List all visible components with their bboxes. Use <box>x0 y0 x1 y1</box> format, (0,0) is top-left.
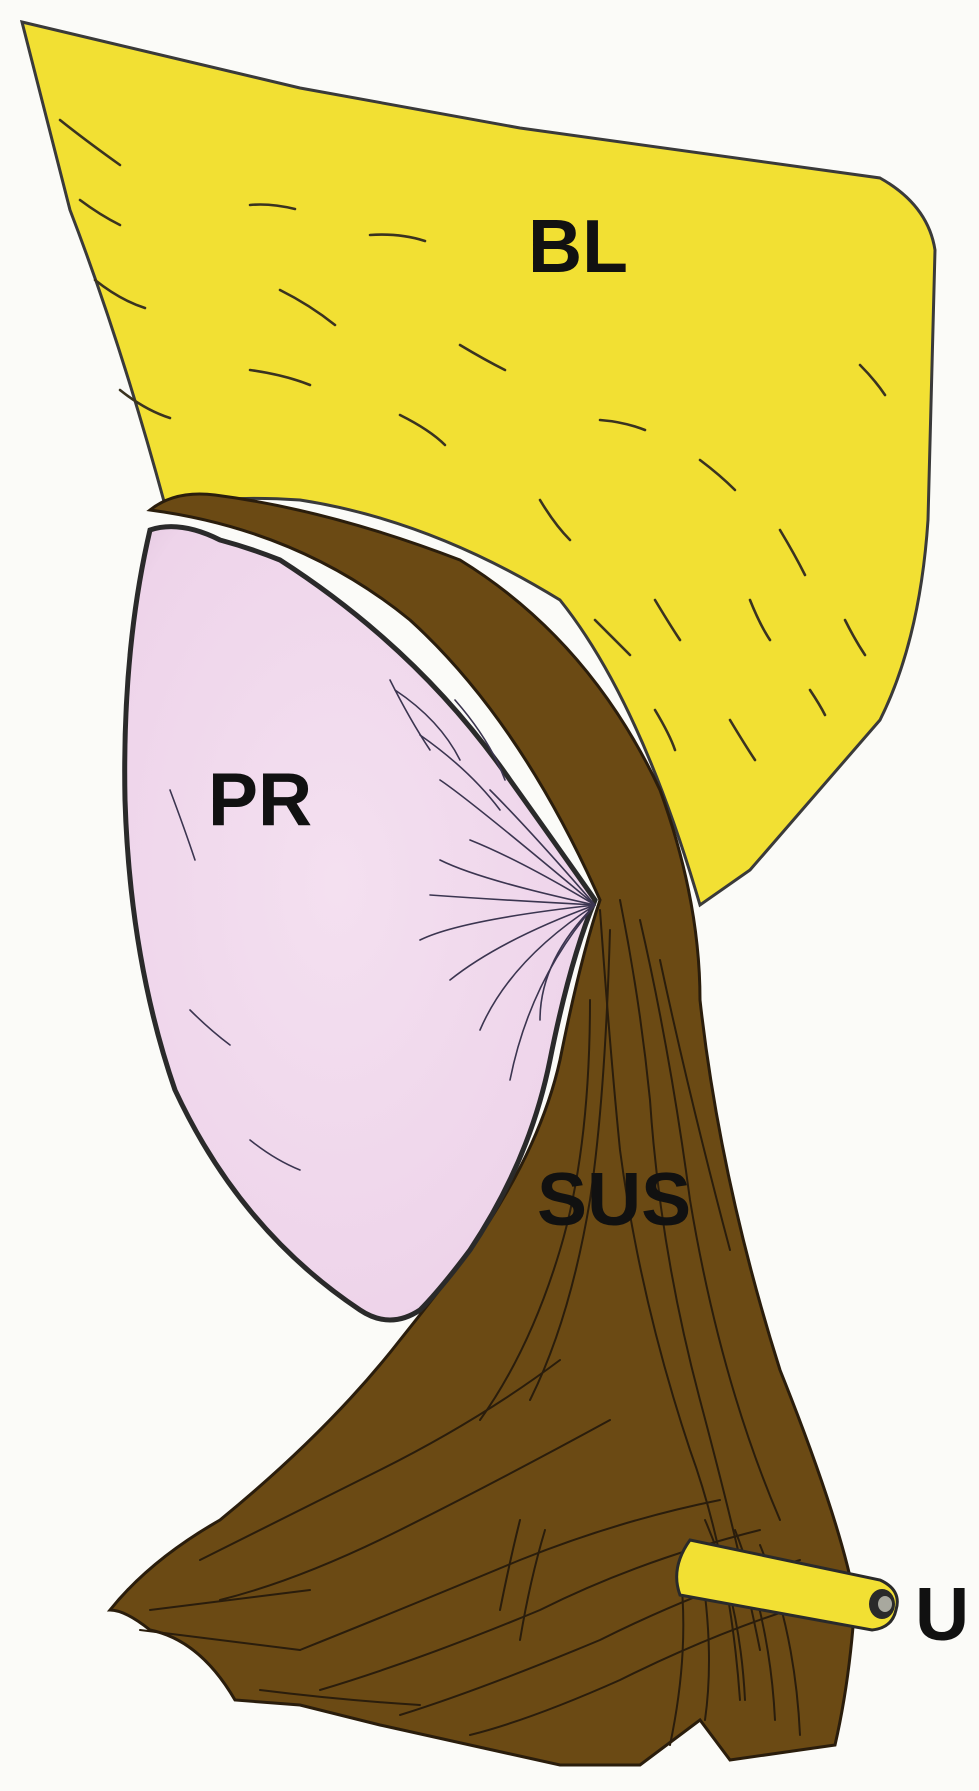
label-prostate: PR <box>208 757 312 841</box>
label-ureter: U <box>915 1572 969 1656</box>
ureter-lumen-inner <box>878 1596 892 1612</box>
label-bladder: BL <box>528 204 628 288</box>
label-suspensory: SUS <box>537 1157 691 1241</box>
